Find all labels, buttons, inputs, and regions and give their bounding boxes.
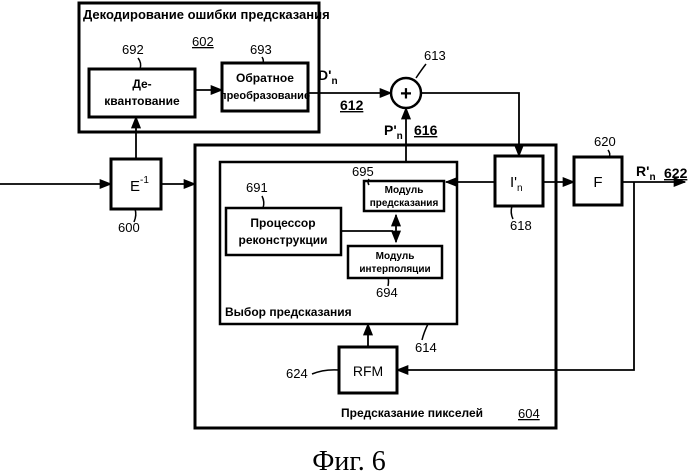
adder: + 613 — [391, 48, 446, 108]
d-prime-label: D'n — [318, 67, 338, 87]
filter-ref: 620 — [594, 134, 616, 149]
decode-group-title: Декодирование ошибки предсказания — [83, 7, 330, 22]
entropy-decoder-label: E-1 — [130, 175, 149, 195]
reconstruction-ref: 618 — [510, 218, 532, 233]
inverse-transform-label-line2: преобразование — [220, 90, 310, 102]
reconstruction-processor-block: Процессор реконструкции 691 — [226, 180, 341, 255]
pixel-prediction-ref: 604 — [518, 406, 540, 421]
adder-symbol: + — [400, 83, 412, 105]
entropy-decoder-ref: 600 — [118, 220, 140, 235]
prediction-selection-ref-leader — [422, 324, 428, 340]
inverse-transform-block: Обратное преобразование 693 — [220, 42, 310, 111]
rfm-label: RFM — [353, 363, 383, 379]
adder-ref-leader — [416, 64, 426, 78]
p-prime-label: P'n — [384, 122, 403, 142]
d-prime-ref: 612 — [340, 97, 364, 113]
filter-block: F 620 — [574, 134, 622, 205]
interpolation-module-block: Модуль интерполяции 694 — [348, 246, 442, 300]
rfm-ref: 624 — [286, 366, 308, 381]
prediction-module-label-line2: предсказания — [370, 198, 439, 209]
prediction-module-block: Модуль предсказания 695 — [352, 164, 444, 211]
dequant-ref: 692 — [122, 42, 144, 57]
rfm-block: RFM 624 — [286, 347, 397, 393]
decode-group-ref: 602 — [192, 34, 214, 49]
entropy-decoder-ref-leader — [134, 209, 136, 222]
filter-label: F — [593, 174, 602, 191]
dequant-label-line1: Де- — [132, 77, 151, 91]
interpolation-module-ref-leader — [388, 278, 389, 286]
prediction-selection-title: Выбор предсказания — [225, 305, 352, 319]
r-prime-label: R'n — [636, 163, 656, 183]
reconstruction-processor-label-line2: реконструкции — [239, 233, 328, 247]
reconstruction-box — [495, 156, 543, 206]
reconstruction-processor-label-line1: Процессор — [250, 216, 315, 230]
interpolation-module-label-line2: интерполяции — [359, 264, 430, 275]
reconstruction-label: I'n — [510, 174, 523, 194]
prediction-selection-ref: 614 — [415, 340, 437, 355]
inverse-transform-ref: 693 — [250, 42, 272, 57]
dequant-block: Де- квантование 692 — [89, 42, 195, 117]
pixel-prediction-title: Предсказание пикселей — [341, 406, 483, 420]
prediction-module-ref: 695 — [352, 164, 374, 179]
r-prime-ref: 622 — [664, 165, 688, 181]
dequant-ref-leader — [138, 58, 141, 69]
interpolation-module-label-line1: Модуль — [376, 251, 415, 262]
figure-caption: Фиг. 6 — [312, 446, 385, 476]
reconstruction-block: I'n 618 — [495, 156, 543, 233]
prediction-module-label-line1: Модуль — [385, 185, 424, 196]
reconstruction-processor-ref-leader — [262, 196, 264, 208]
dequant-label-line2: квантование — [104, 94, 180, 108]
rfm-ref-leader — [312, 370, 339, 374]
reconstruction-ref-leader — [511, 206, 513, 219]
p-prime-ref: 616 — [414, 122, 438, 138]
interpolation-module-ref: 694 — [376, 285, 398, 300]
inverse-transform-label-line1: Обратное — [236, 71, 294, 85]
adder-ref: 613 — [424, 48, 446, 63]
reconstruction-processor-ref: 691 — [246, 180, 268, 195]
entropy-decoder-block: E-1 600 — [111, 159, 161, 235]
